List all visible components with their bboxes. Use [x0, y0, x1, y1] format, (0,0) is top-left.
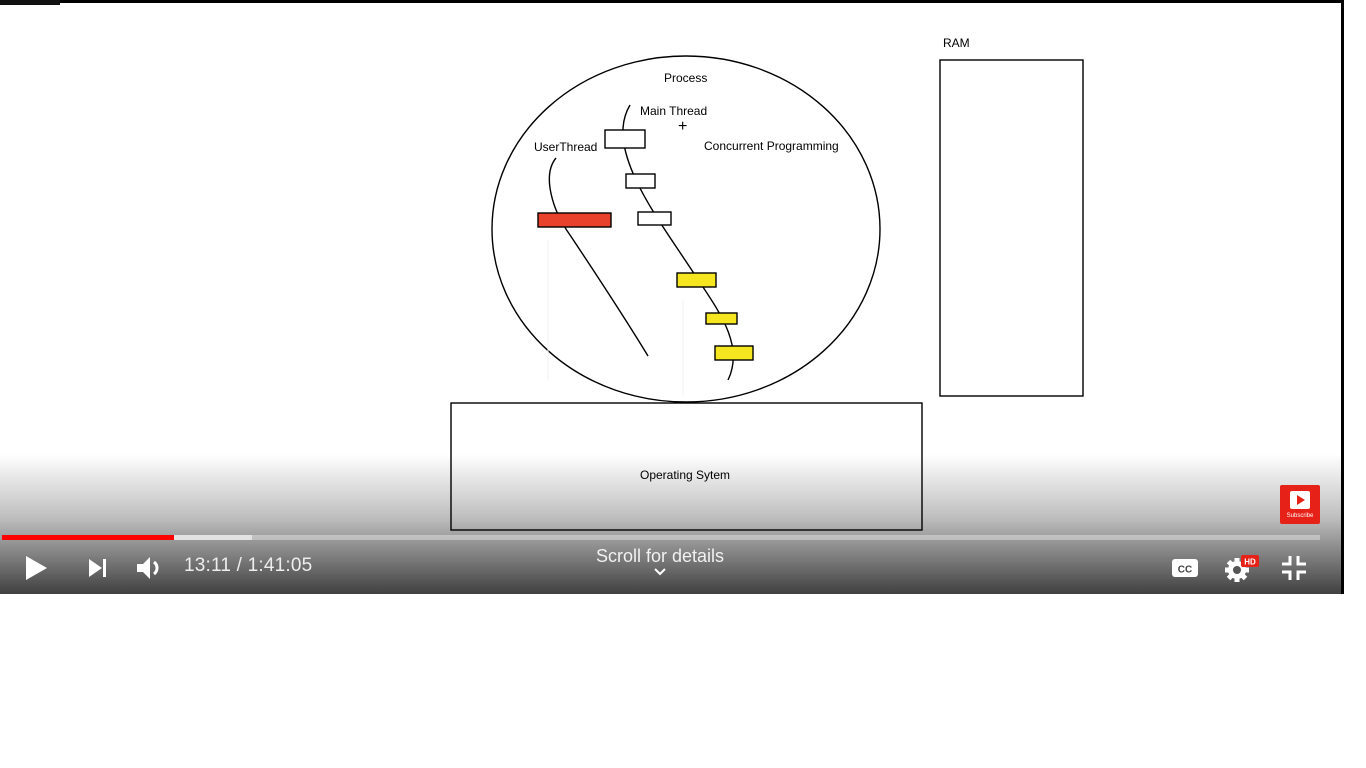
cc-button[interactable]: CC: [1168, 552, 1202, 584]
scroll-for-details[interactable]: Scroll for details: [560, 546, 760, 577]
main-thread-block: [604, 129, 646, 149]
next-button[interactable]: [80, 550, 116, 586]
concurrent-programming-label: Concurrent Programming: [704, 139, 839, 153]
progress-bar[interactable]: [2, 535, 1320, 540]
subscribe-icon: [1290, 491, 1310, 509]
progress-played: [2, 535, 174, 540]
operating-system-label: Operating Sytem: [640, 468, 730, 482]
main-thread-task-yellow: [714, 345, 754, 361]
fullscreen-exit-icon: [1282, 556, 1306, 580]
time-display: 13:11 / 1:41:05: [184, 555, 312, 577]
process-ellipse: [491, 55, 881, 403]
volume-button[interactable]: [130, 550, 170, 586]
user-thread-label: UserThread: [534, 140, 597, 154]
time-separator: /: [231, 555, 248, 576]
hd-badge: HD: [1244, 558, 1256, 567]
current-time: 13:11: [184, 555, 232, 576]
plus-sign: +: [678, 118, 687, 135]
main-thread-label: Main Thread: [640, 104, 707, 118]
user-thread-line: [548, 157, 649, 357]
top-border: [0, 0, 1344, 3]
video-player[interactable]: Process Main Thread + UserThread Concurr…: [0, 0, 1344, 594]
main-thread-block: [625, 173, 656, 189]
chevron-down-icon: [654, 568, 666, 576]
operating-system-box: [450, 402, 923, 531]
main-thread-task-yellow: [705, 312, 738, 325]
gear-icon: HD: [1225, 555, 1259, 582]
fullscreen-exit-button[interactable]: [1276, 550, 1312, 586]
user-thread-task-red: [537, 212, 612, 228]
right-border: [1341, 0, 1344, 594]
subscribe-watermark[interactable]: Subscribe: [1280, 485, 1320, 524]
duration: 1:41:05: [247, 555, 313, 576]
closed-captions-icon: CC: [1172, 559, 1198, 577]
top-border-accent: [0, 0, 60, 5]
main-thread-task-yellow: [676, 272, 717, 288]
settings-button[interactable]: HD: [1222, 550, 1262, 586]
subscribe-label: Subscribe: [1286, 513, 1314, 519]
play-button[interactable]: [16, 550, 56, 586]
ram-label: RAM: [943, 36, 970, 50]
ram-box: [939, 59, 1084, 397]
main-thread-block: [637, 211, 672, 226]
play-icon: [26, 556, 47, 580]
video-frame: Process Main Thread + UserThread Concurr…: [450, 36, 1084, 531]
volume-icon: [137, 557, 159, 579]
next-icon: [89, 559, 106, 577]
cc-label: CC: [1178, 565, 1192, 576]
process-label: Process: [664, 71, 707, 85]
scroll-hint-label: Scroll for details: [595, 546, 725, 566]
control-bar: 13:11 / 1:41:05 Scroll for details CC: [0, 542, 1344, 594]
